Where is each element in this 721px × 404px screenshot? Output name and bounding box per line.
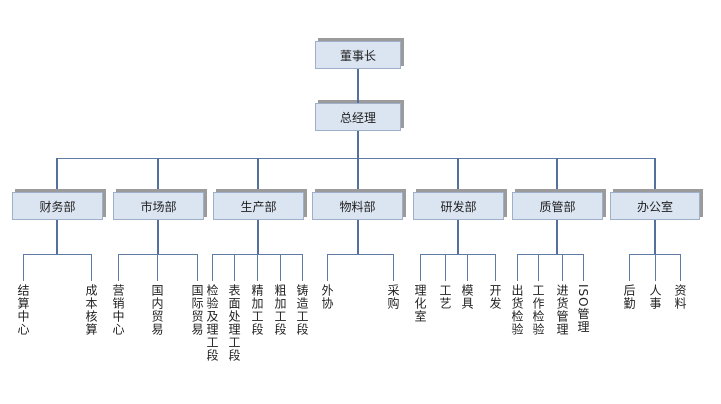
connector	[654, 158, 656, 192]
connector	[212, 254, 213, 281]
connector	[157, 254, 158, 281]
connector	[280, 254, 281, 281]
connector	[556, 158, 558, 192]
org-node-chairman: 董事长	[315, 41, 401, 69]
org-node-leaf: 检验及理工段	[205, 284, 219, 362]
connector	[654, 220, 656, 254]
org-node-office: 办公室	[610, 192, 700, 220]
org-node-leaf: 进货管理	[555, 284, 569, 336]
org-node-leaf: 人事	[648, 284, 662, 310]
org-node-leaf: 开发	[488, 284, 502, 310]
org-node-leaf: 粗加工段	[273, 284, 287, 336]
org-node-leaf: 工作检验	[531, 284, 545, 336]
connector	[118, 254, 119, 281]
org-node-leaf: ISO管理	[576, 284, 590, 334]
org-node-leaf: 模具	[460, 284, 474, 310]
org-node-leaf: 国内贸易	[150, 284, 164, 336]
connector	[357, 220, 359, 254]
org-node-production-dept: 生产部	[213, 192, 304, 220]
connector	[357, 131, 359, 159]
connector	[157, 158, 159, 192]
org-node-leaf: 资料	[673, 284, 687, 310]
connector	[357, 158, 359, 192]
org-node-leaf: 采购	[386, 284, 400, 310]
org-node-leaf: 工艺	[438, 284, 452, 310]
org-node-leaf: 理化室	[413, 284, 427, 323]
org-node-market-dept: 市场部	[113, 192, 204, 220]
connector	[420, 254, 495, 255]
connector	[23, 254, 24, 281]
org-node-leaf: 铸造工段	[295, 284, 309, 336]
connector	[420, 254, 421, 281]
connector	[538, 254, 539, 281]
connector	[57, 158, 656, 159]
org-node-leaf: 出货检验	[510, 284, 524, 336]
connector	[445, 254, 446, 281]
org-node-leaf: 营销中心	[111, 284, 125, 336]
connector	[357, 69, 359, 103]
connector	[327, 254, 328, 281]
org-node-general-manager: 总经理	[315, 103, 401, 131]
connector	[680, 254, 681, 281]
org-node-leaf: 表面处理工段	[227, 284, 241, 362]
connector	[629, 254, 630, 281]
org-node-finance-dept: 财务部	[12, 192, 103, 220]
connector	[457, 220, 459, 254]
org-node-leaf: 后勤	[622, 284, 636, 310]
org-node-leaf: 精加工段	[250, 284, 264, 336]
connector	[56, 220, 58, 254]
connector	[393, 254, 394, 281]
connector	[655, 254, 656, 281]
org-node-rnd-dept: 研发部	[413, 192, 504, 220]
connector	[467, 254, 468, 281]
org-node-materials-dept: 物料部	[312, 192, 403, 220]
connector	[56, 158, 58, 192]
connector	[457, 158, 459, 192]
org-node-leaf: 国际贸易	[190, 284, 204, 336]
connector	[257, 220, 259, 254]
connector	[629, 254, 680, 255]
connector	[302, 254, 303, 281]
connector	[583, 254, 584, 281]
connector	[23, 254, 91, 255]
connector	[157, 220, 159, 254]
org-node-leaf: 结算中心	[16, 284, 30, 336]
connector	[257, 254, 258, 281]
org-node-quality-dept: 质管部	[512, 192, 603, 220]
connector	[517, 254, 583, 255]
connector	[234, 254, 235, 281]
connector	[495, 254, 496, 281]
org-node-leaf: 外协	[320, 284, 334, 310]
connector	[197, 254, 198, 281]
connector	[517, 254, 518, 281]
connector	[562, 254, 563, 281]
connector	[257, 158, 259, 192]
connector	[91, 254, 92, 281]
connector	[556, 220, 558, 254]
connector	[327, 254, 393, 255]
org-node-leaf: 成本核算	[84, 284, 98, 336]
